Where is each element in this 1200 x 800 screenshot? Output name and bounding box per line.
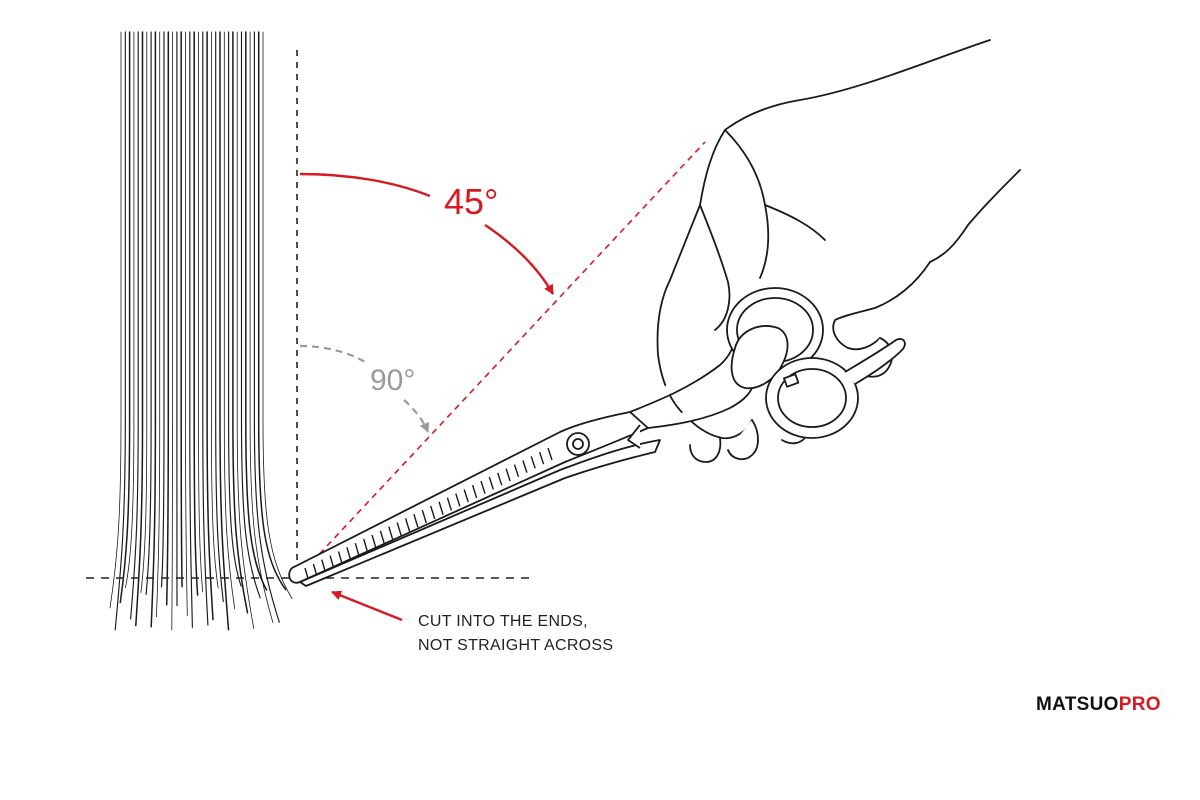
- hair-strand: [211, 31, 219, 589]
- scissor-tooth: [547, 447, 553, 461]
- hair-strand: [189, 31, 193, 628]
- scissor-tooth: [480, 480, 486, 494]
- hair-strand: [156, 31, 161, 618]
- angle-45-label: 45°: [444, 181, 498, 222]
- scissor-tooth: [455, 493, 461, 507]
- hair-strand: [171, 31, 173, 631]
- hair-strand: [257, 31, 287, 591]
- hair-strand: [119, 31, 131, 604]
- scissor-tooth: [513, 464, 520, 478]
- angle-90-arc-right: [403, 399, 430, 433]
- hair-strand: [135, 31, 144, 627]
- hair-strand: [140, 31, 148, 593]
- hair-strand: [262, 31, 293, 599]
- scissor-tooth: [337, 551, 344, 566]
- caption-line-2: NOT STRAIGHT ACROSS: [418, 637, 614, 654]
- scissor-tooth: [530, 456, 536, 469]
- hair-strand: [240, 31, 261, 599]
- scissor-tooth: [413, 513, 419, 528]
- hair-strand: [198, 31, 204, 593]
- angle-90-label: 90°: [370, 364, 415, 397]
- hair-strand: [249, 31, 274, 624]
- scissor-tooth: [388, 526, 394, 541]
- hair-strand: [236, 31, 255, 630]
- hair-strand: [253, 31, 280, 623]
- hair-strand: [165, 31, 170, 606]
- scissor-tooth: [379, 530, 386, 545]
- hair-strands-icon: [109, 31, 293, 631]
- scissor-tooth: [363, 538, 369, 553]
- hair-strand: [180, 31, 183, 588]
- scissor-tooth: [396, 522, 402, 536]
- hair-strand: [232, 31, 249, 614]
- angle-45-arc-right: [484, 224, 555, 295]
- scissor-tooth: [371, 534, 377, 549]
- hair-strand: [185, 31, 188, 617]
- scissor-tooth: [497, 472, 503, 486]
- scissor-tooth: [354, 543, 360, 557]
- scissor-tooth: [446, 497, 453, 511]
- scissor-tooth: [430, 505, 436, 520]
- hair-strand: [206, 31, 214, 621]
- scissor-tooth: [538, 451, 545, 465]
- thinning-scissors-icon: [288, 287, 906, 587]
- angle-45-arc-left: [299, 172, 431, 198]
- scissor-tooth: [522, 460, 528, 473]
- scissor-tooth: [421, 509, 427, 524]
- hair-strand: [193, 31, 199, 596]
- hair-strand: [109, 31, 122, 609]
- scissor-tooth: [346, 547, 352, 562]
- hair-strand: [130, 31, 139, 620]
- hair-strand: [114, 31, 126, 631]
- hair-strand: [125, 31, 135, 588]
- scissor-tooth: [463, 489, 469, 503]
- brand-logo: MATSUOPRO: [1036, 694, 1161, 716]
- brand-logo-pro: PRO: [1118, 694, 1161, 715]
- scissor-tooth: [488, 476, 494, 490]
- scissor-tooth: [471, 484, 478, 499]
- hair-strand: [145, 31, 152, 595]
- hair-strand: [223, 31, 236, 610]
- hair-strand: [219, 31, 230, 631]
- hair-strand: [245, 31, 268, 591]
- hair-strand: [160, 31, 165, 588]
- caption-arrow: [331, 590, 403, 622]
- angle-45-cut-line: [296, 141, 706, 579]
- caption-line-1: CUT INTO THE ENDS,: [418, 613, 588, 630]
- scissor-tooth: [404, 518, 411, 532]
- hair-strand: [215, 31, 224, 603]
- scissor-tooth: [438, 501, 444, 515]
- cut-instruction-caption: CUT INTO THE ENDS, NOT STRAIGHT ACROSS: [418, 610, 613, 658]
- hair-strand: [202, 31, 209, 626]
- hair-strand: [150, 31, 157, 628]
- angle-90-arc-left: [299, 344, 366, 363]
- scissor-tooth: [505, 468, 511, 482]
- brand-logo-matsuo: MATSUO: [1036, 694, 1119, 715]
- hair-strand: [228, 31, 242, 587]
